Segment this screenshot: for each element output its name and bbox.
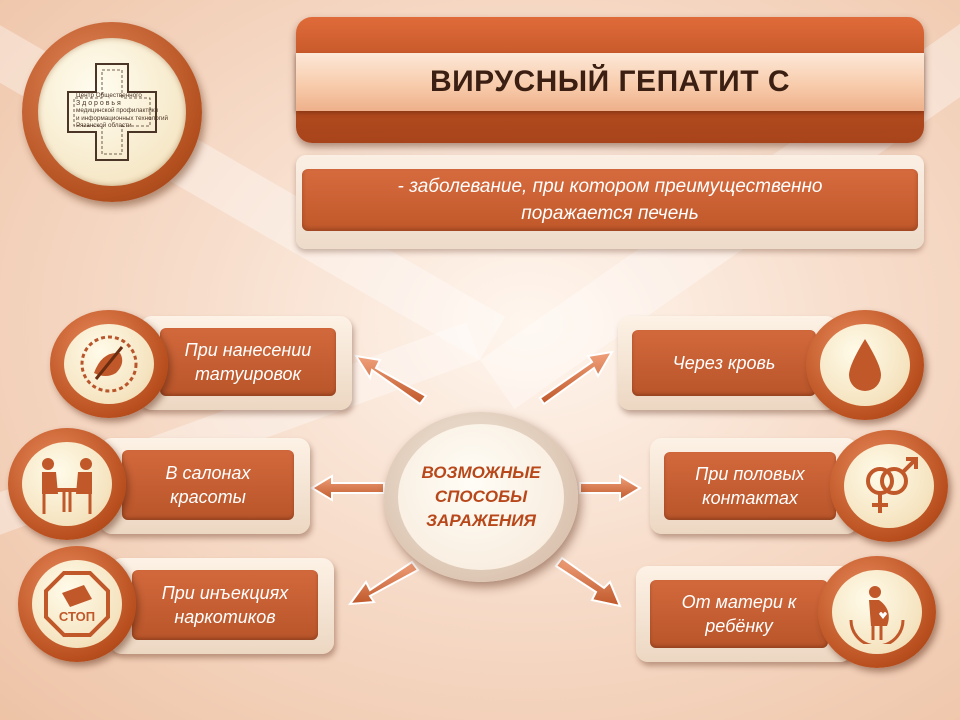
blood-circle (806, 310, 924, 420)
tattoo-icon (80, 335, 138, 393)
logo-line: Центр Общественного (76, 92, 142, 99)
arrow-to-drugs (347, 560, 420, 606)
logo: Центр Общественного З д о р о в ь я меди… (22, 22, 202, 202)
node-drugs-card: При инъекциях наркотиков (110, 558, 334, 654)
center-hub-text: ВОЗМОЖНЫЕ СПОСОБЫ ЗАРАЖЕНИЯ (398, 424, 564, 570)
definition-text: - заболевание, при котором преимуществен… (302, 169, 918, 231)
node-text: наркотиков (174, 607, 276, 627)
gender-symbols-icon (866, 457, 918, 513)
node-blood-label: Через кровь (632, 330, 816, 396)
node-blood-card: Через кровь (618, 316, 838, 410)
node-text: татуировок (195, 364, 301, 384)
stop-icon-text: СТОП (59, 609, 95, 624)
node-text: При половых (695, 464, 805, 484)
arrow-to-salon (310, 474, 385, 502)
blood-drop-icon (849, 339, 881, 391)
drugs-circle: СТОП (18, 546, 136, 662)
center-hub: ВОЗМОЖНЫЕ СПОСОБЫ ЗАРАЖЕНИЯ (384, 412, 578, 582)
logo-line: Рязанской области (76, 122, 132, 129)
arrow-to-sexual (579, 474, 642, 502)
pregnant-woman-icon (849, 586, 905, 644)
node-tattoo-label: При нанесении татуировок (160, 328, 336, 396)
mother-circle (818, 556, 936, 668)
node-text: В салонах (165, 463, 251, 483)
center-line: ЗАРАЖЕНИЯ (426, 511, 536, 530)
title-banner: ВИРУСНЫЙ ГЕПАТИТ С (296, 17, 924, 143)
node-sexual-label: При половых контактах (664, 452, 836, 520)
logo-cross-icon (67, 63, 157, 161)
node-mother-card: От матери к ребёнку (636, 566, 852, 662)
logo-text: Центр Общественного З д о р о в ь я меди… (76, 92, 176, 130)
node-tattoo-card: При нанесении татуировок (140, 316, 352, 410)
logo-line: медицинской профилактики (76, 107, 159, 114)
arrow-to-blood (538, 350, 614, 406)
stop-drugs-icon: СТОП (44, 571, 110, 637)
title-band: ВИРУСНЫЙ ГЕПАТИТ С (296, 53, 924, 111)
salon-circle (8, 428, 126, 540)
node-text: При инъекциях (161, 583, 289, 603)
node-sexual-card: При половых контактах (650, 438, 858, 534)
node-drugs-label: При инъекциях наркотиков (132, 570, 318, 640)
definition-line: - заболевание, при котором преимуществен… (397, 176, 823, 197)
node-text: От матери к (681, 592, 797, 612)
sexual-circle (830, 430, 948, 542)
node-mother-label: От матери к ребёнку (650, 580, 828, 648)
node-salon-label: В салонах красоты (122, 450, 294, 520)
arrow-to-tattoo (353, 354, 428, 406)
node-text: ребёнку (705, 616, 773, 636)
center-line: ВОЗМОЖНЫЕ (421, 463, 541, 482)
logo-line: и информационных технологий (76, 114, 169, 122)
tattoo-circle (50, 310, 168, 418)
logo-line: З д о р о в ь я (76, 99, 121, 107)
definition-box: - заболевание, при котором преимуществен… (296, 155, 924, 249)
node-text: контактах (702, 488, 798, 508)
page-title: ВИРУСНЫЙ ГЕПАТИТ С (429, 65, 791, 98)
definition-line: поражается печень (521, 203, 699, 224)
node-salon-card: В салонах красоты (100, 438, 310, 534)
node-text: При нанесении (184, 340, 312, 360)
arrow-to-mother (554, 556, 622, 608)
manicure-icon (42, 458, 92, 514)
center-line: СПОСОБЫ (434, 487, 528, 506)
node-text: красоты (170, 487, 246, 507)
node-text: Через кровь (672, 353, 776, 373)
logo-badge: Центр Общественного З д о р о в ь я меди… (38, 38, 186, 186)
